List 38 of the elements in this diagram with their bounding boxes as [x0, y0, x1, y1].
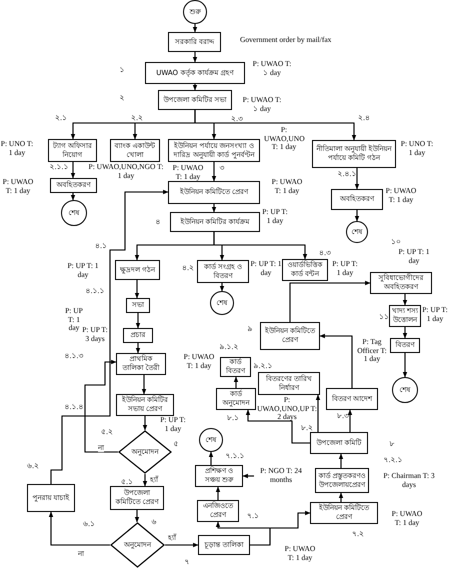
arrow	[289, 280, 371, 322]
arrow	[208, 451, 214, 465]
arrow	[136, 343, 140, 354]
arrow	[192, 52, 198, 63]
arrow	[216, 486, 220, 500]
arrow	[142, 474, 148, 487]
arrow	[246, 409, 310, 444]
arrow	[316, 394, 320, 432]
arrow	[338, 492, 344, 502]
arrow	[212, 204, 216, 213]
arrow	[142, 375, 146, 395]
arrow	[319, 334, 353, 388]
arrow	[402, 327, 408, 339]
arrow	[234, 376, 238, 388]
arrow	[220, 283, 224, 292]
arrow	[48, 511, 110, 546]
arrow	[192, 84, 198, 91]
arrow	[142, 416, 148, 431]
arrow	[250, 510, 311, 546]
arrow	[134, 280, 140, 299]
arrow	[136, 313, 140, 329]
arrow	[165, 542, 199, 548]
arrow	[134, 510, 140, 523]
arrow	[212, 162, 216, 182]
arrow	[348, 409, 352, 432]
arrow	[338, 453, 344, 468]
arrow	[194, 110, 356, 141]
arrow	[84, 360, 118, 453]
arrow	[402, 353, 408, 378]
arrow	[70, 162, 76, 179]
arrow	[192, 24, 198, 33]
arrow	[213, 232, 308, 260]
arrow	[354, 210, 360, 222]
arrow	[402, 294, 408, 306]
arrow	[70, 193, 76, 201]
arrow	[242, 474, 254, 478]
arrow	[354, 168, 360, 190]
arrow	[50, 190, 169, 484]
